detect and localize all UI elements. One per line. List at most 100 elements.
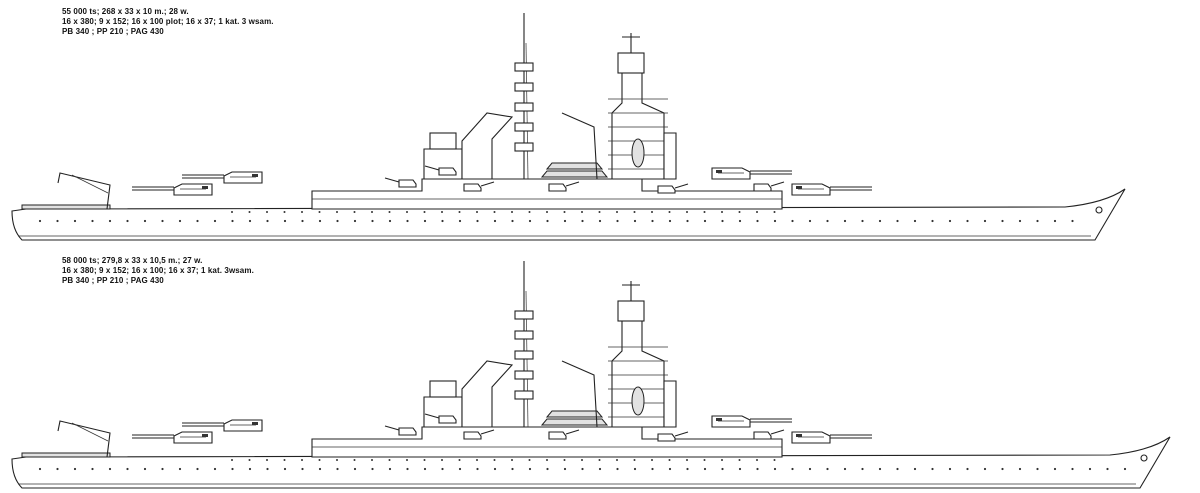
porthole	[651, 459, 653, 461]
porthole	[283, 219, 287, 223]
porthole	[458, 211, 461, 213]
porthole	[738, 459, 741, 461]
porthole	[266, 219, 269, 223]
anchor-hawse	[1140, 454, 1148, 462]
porthole	[581, 211, 583, 213]
fire-control-top	[617, 52, 645, 74]
aircraft-crane	[57, 420, 111, 458]
porthole	[406, 467, 409, 471]
porthole	[318, 459, 321, 461]
porthole	[458, 459, 461, 461]
porthole	[336, 459, 338, 461]
porthole	[283, 459, 286, 461]
porthole	[73, 467, 77, 471]
secondary-mount	[424, 165, 457, 176]
porthole	[633, 467, 637, 471]
porthole	[196, 467, 199, 471]
porthole	[773, 219, 777, 223]
aa-mount	[657, 431, 689, 442]
porthole	[213, 219, 217, 223]
porthole	[126, 219, 129, 223]
porthole	[213, 467, 217, 471]
porthole	[511, 459, 513, 461]
porthole	[966, 219, 969, 223]
porthole	[73, 219, 77, 223]
porthole	[773, 211, 776, 213]
design-1-specs: 55 000 ts; 268 x 33 x 10 m.; 28 w. 16 x …	[62, 7, 274, 37]
porthole	[143, 219, 147, 223]
porthole	[651, 211, 653, 213]
porthole	[248, 211, 251, 213]
porthole	[1018, 219, 1022, 223]
porthole	[581, 219, 584, 223]
crane-stay	[71, 422, 109, 442]
porthole	[808, 467, 812, 471]
porthole	[546, 211, 548, 213]
porthole	[266, 211, 268, 213]
ships-boat	[540, 418, 609, 426]
mast-platform	[514, 350, 534, 360]
main-turret-aft-upper	[182, 419, 263, 432]
porthole	[756, 211, 758, 213]
design-2-specs: 58 000 ts; 279,8 x 33 x 10,5 m.; 27 w. 1…	[62, 256, 254, 286]
mast-platform	[514, 122, 534, 132]
porthole	[388, 211, 391, 213]
porthole	[91, 467, 94, 471]
hull	[11, 436, 1171, 489]
design-1-spec-line-2: 16 x 380; 9 x 152; 16 x 100 plot; 16 x 3…	[62, 17, 274, 26]
main-turret-fwd-lower	[791, 183, 872, 196]
porthole	[178, 219, 182, 223]
main-turret-aft-lower	[132, 431, 213, 444]
boat-crane	[561, 360, 598, 428]
porthole	[1036, 467, 1039, 471]
porthole	[843, 467, 847, 471]
porthole	[948, 219, 952, 223]
porthole	[353, 467, 357, 471]
porthole	[546, 459, 548, 461]
ships-boat	[545, 410, 604, 418]
porthole	[301, 211, 303, 213]
porthole	[301, 219, 304, 223]
porthole	[703, 219, 707, 223]
porthole	[108, 219, 112, 223]
porthole	[563, 459, 566, 461]
porthole	[143, 467, 147, 471]
porthole	[983, 467, 987, 471]
mast-platform	[514, 142, 534, 152]
porthole	[721, 211, 723, 213]
searchlight-tower	[631, 138, 645, 168]
porthole	[91, 219, 94, 223]
mast-platform	[514, 62, 534, 72]
porthole	[668, 219, 672, 223]
main-turret-fwd-upper	[711, 415, 792, 428]
porthole	[668, 211, 671, 213]
catapult	[21, 452, 111, 458]
porthole	[598, 211, 601, 213]
funnel	[461, 112, 514, 180]
porthole	[791, 219, 794, 223]
porthole	[511, 211, 513, 213]
porthole	[371, 219, 374, 223]
bridge-wing	[663, 380, 677, 428]
porthole	[196, 219, 199, 223]
porthole	[773, 459, 776, 461]
porthole	[686, 459, 688, 461]
porthole	[231, 211, 233, 213]
bridge-wing	[663, 132, 677, 180]
porthole	[686, 219, 689, 223]
porthole	[563, 219, 567, 223]
porthole	[493, 459, 496, 461]
main-turret-fwd-upper	[711, 167, 792, 180]
design-1-spec-line-1: 55 000 ts; 268 x 33 x 10 m.; 28 w.	[62, 7, 189, 16]
aa-mount	[463, 181, 495, 192]
porthole	[318, 211, 321, 213]
porthole	[686, 211, 688, 213]
porthole	[301, 467, 304, 471]
porthole	[563, 211, 566, 213]
porthole	[528, 459, 531, 461]
porthole	[108, 467, 112, 471]
main-turret-fwd-lower	[791, 431, 872, 444]
crane-stay	[71, 174, 109, 194]
porthole	[581, 459, 583, 461]
porthole	[598, 459, 601, 461]
